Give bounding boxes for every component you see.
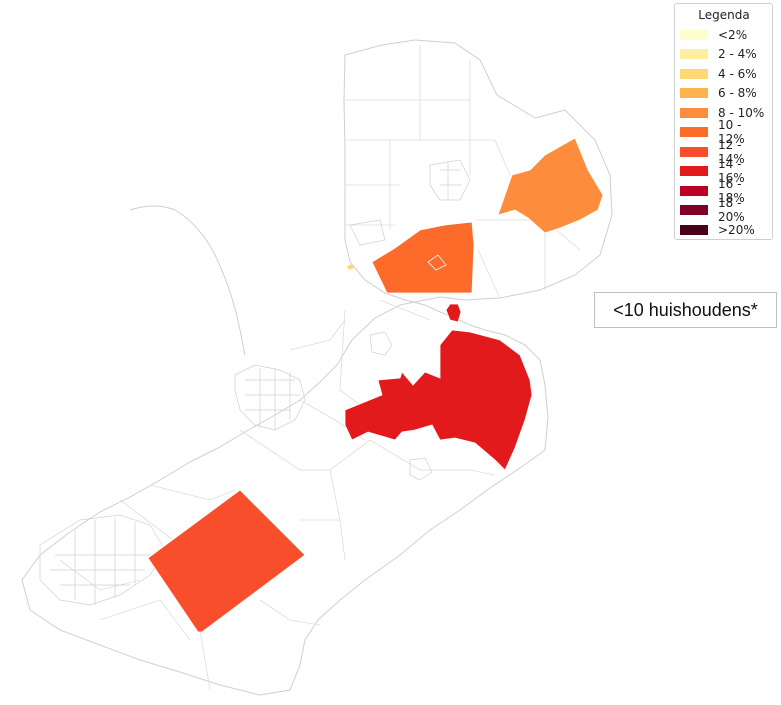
legend-swatch: [680, 205, 708, 216]
legend-item: 16 - 18%: [680, 177, 768, 205]
legend-item: 14 - 16%: [680, 157, 768, 185]
legend-item: 12 - 14%: [680, 138, 768, 166]
legend-label: 10 - 12%: [718, 118, 745, 147]
legend-label: 16 - 18%: [718, 176, 745, 205]
legend-item: >20%: [680, 220, 768, 240]
legend-swatch: [680, 68, 708, 79]
causeway-curve: [129, 205, 246, 356]
region-center: [344, 329, 533, 471]
legend-label: 14 - 16%: [718, 157, 745, 186]
legend-label: 2 - 4%: [718, 47, 757, 62]
legend-item: 6 - 8%: [680, 84, 768, 104]
region-southwest: [147, 489, 306, 633]
legend-swatch: [680, 29, 708, 40]
note-box: <10 huishoudens*: [594, 292, 777, 328]
legend-items: <2% 2 - 4% 4 - 6% 6 - 8% 8 - 10% 10 - 12…: [680, 25, 768, 240]
legend-label: <2%: [718, 27, 748, 42]
legend-label: >20%: [718, 222, 755, 237]
legend-swatch: [680, 166, 708, 177]
legend-swatch: [680, 224, 708, 235]
legend-swatch: [680, 49, 708, 60]
legend-item: 8 - 10%: [680, 103, 768, 123]
legend-swatch: [680, 107, 708, 118]
legend-swatch: [680, 146, 708, 157]
region-small-north: [445, 303, 462, 323]
legend-swatch: [680, 88, 708, 99]
legend-swatch: [680, 185, 708, 196]
legend-label: 18 - 20%: [718, 196, 745, 225]
legend-item: 10 - 12%: [680, 118, 768, 146]
note-text: <10 huishoudens*: [613, 299, 758, 320]
legend-item: 4 - 6%: [680, 64, 768, 84]
legend-label: 6 - 8%: [718, 86, 757, 101]
region-north-center: [371, 221, 475, 294]
region-tiny-marker: [347, 264, 354, 270]
region-northeast: [497, 137, 604, 234]
map-legend: Legenda <2% 2 - 4% 4 - 6% 6 - 8% 8 - 10%…: [674, 3, 773, 240]
legend-label: 8 - 10%: [718, 105, 765, 120]
legend-item: <2%: [680, 25, 768, 45]
legend-item: 2 - 4%: [680, 45, 768, 65]
island-outline: [21, 39, 613, 696]
legend-title: Legenda: [698, 8, 750, 22]
legend-label: 4 - 6%: [718, 66, 757, 81]
legend-label: 12 - 14%: [718, 137, 745, 166]
legend-swatch: [680, 127, 708, 138]
legend-item: 18 - 20%: [680, 196, 768, 224]
